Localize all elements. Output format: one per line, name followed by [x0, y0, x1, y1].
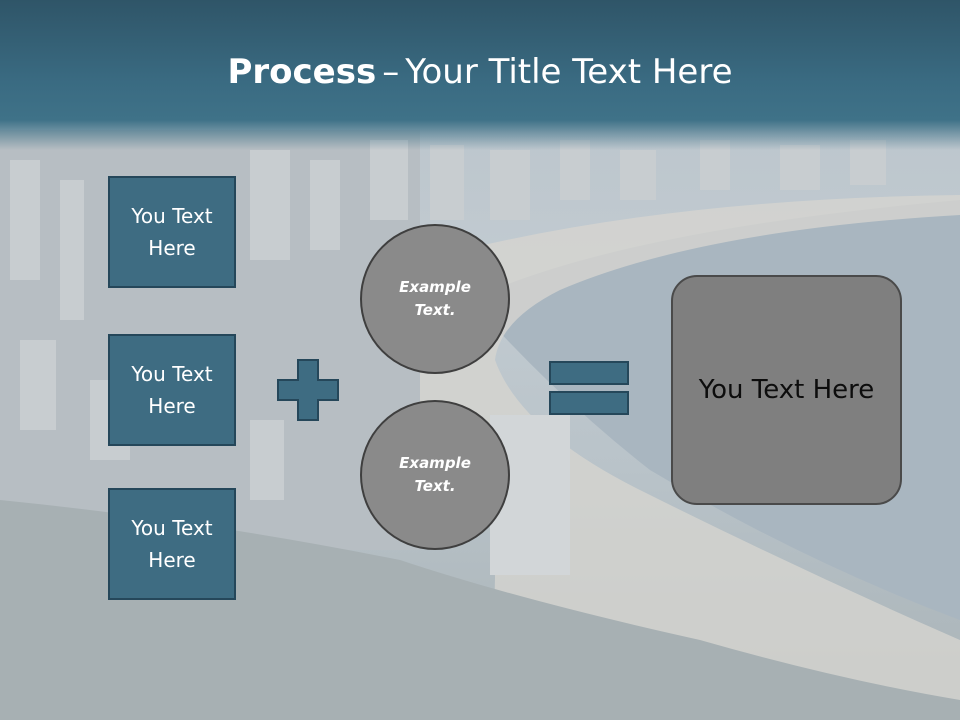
left-box-3: You Text Here: [108, 488, 236, 600]
circle-label: Example Text.: [399, 278, 471, 319]
equals-sign-icon: [549, 361, 629, 415]
result-box: You Text Here: [671, 275, 902, 505]
result-label: You Text Here: [698, 375, 875, 405]
left-box-label: You Text Here: [131, 204, 213, 260]
plus-sign-icon: [277, 359, 339, 421]
left-box-label: You Text Here: [131, 362, 213, 418]
slide-title: Process–Your Title Text Here: [0, 52, 960, 92]
example-circle-1: Example Text.: [360, 224, 510, 374]
example-circle-2: Example Text.: [360, 400, 510, 550]
circle-label: Example Text.: [399, 454, 471, 495]
left-box-2: You Text Here: [108, 334, 236, 446]
title-separator: –: [382, 52, 400, 92]
left-box-1: You Text Here: [108, 176, 236, 288]
left-box-label: You Text Here: [131, 516, 213, 572]
title-rest: Your Title Text Here: [405, 52, 733, 92]
header-bar: [0, 0, 960, 150]
title-bold: Process: [227, 52, 377, 92]
